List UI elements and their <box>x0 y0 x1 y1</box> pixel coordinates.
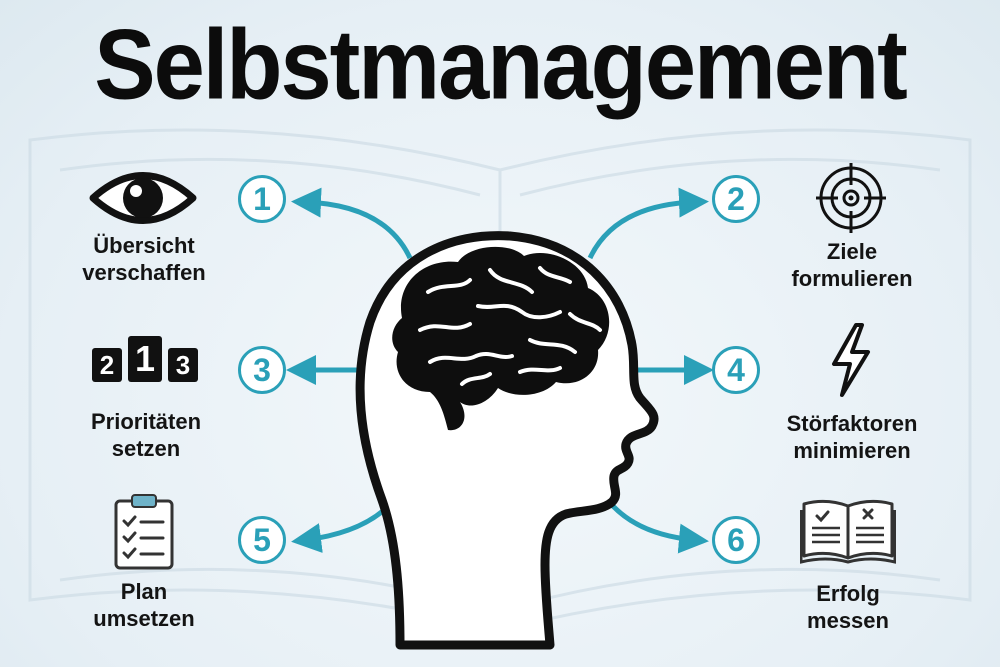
step-label-5: Plan umsetzen <box>93 579 195 631</box>
podium-place-3: 3 <box>168 348 198 382</box>
step-number-3: 3 <box>238 346 286 394</box>
podium-icon: 2 1 3 <box>92 336 202 384</box>
podium-place-1: 1 <box>128 336 162 382</box>
step-label-6: Erfolg messen <box>807 581 889 633</box>
step-label-1: Übersicht verschaffen <box>82 233 206 285</box>
brain-icon <box>392 246 610 431</box>
step-number-6: 6 <box>712 516 760 564</box>
open-book-icon <box>800 499 896 564</box>
target-icon <box>816 163 886 233</box>
lightning-icon <box>832 323 870 397</box>
step-label-2: Ziele formulieren <box>791 239 913 291</box>
podium-place-2: 2 <box>92 348 122 382</box>
step-number-4: 4 <box>712 346 760 394</box>
step-number-2: 2 <box>712 175 760 223</box>
step-label-3: Prioritäten setzen <box>90 409 202 461</box>
step-label-4: Störfaktoren minimieren <box>786 411 918 463</box>
clipboard-checklist-icon <box>114 494 174 570</box>
arrow-6 <box>610 503 709 554</box>
step-number-1: 1 <box>238 175 286 223</box>
page-title: Selbstmanagement <box>94 9 908 121</box>
arrow-1 <box>291 187 413 260</box>
arrow-2 <box>587 187 709 260</box>
step-number-5: 5 <box>238 516 286 564</box>
eye-icon <box>89 172 197 224</box>
